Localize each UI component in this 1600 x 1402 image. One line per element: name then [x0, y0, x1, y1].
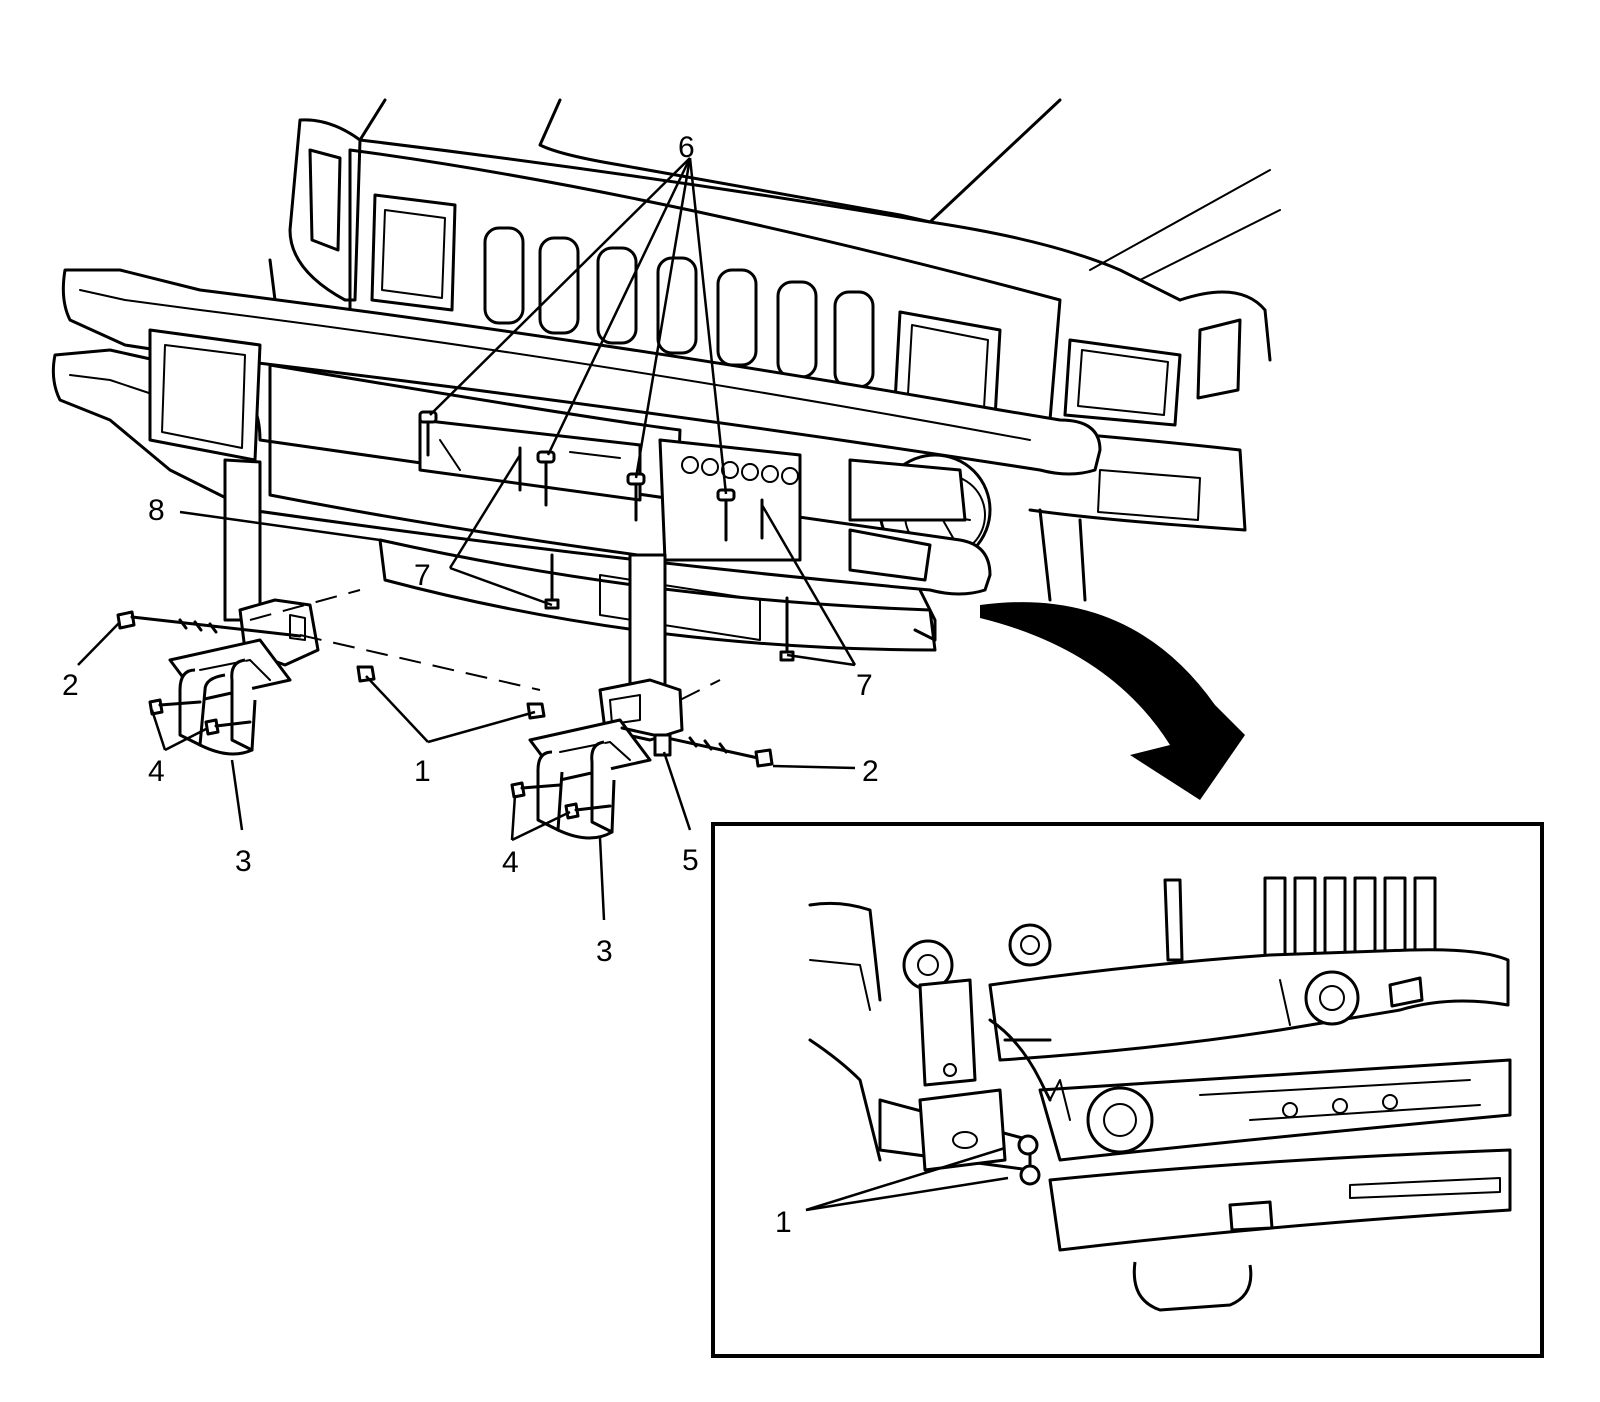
callout-2-right: 2	[862, 755, 879, 788]
callout-6: 6	[678, 131, 695, 164]
front-bumper	[51, 268, 1102, 707]
callout-7-right: 7	[856, 669, 873, 702]
callout-leaders	[77, 157, 1009, 1212]
callout-3-left: 3	[235, 845, 252, 878]
right-mount-hardware	[510, 678, 774, 840]
inset-callout-1: 1	[775, 1206, 792, 1239]
inset-underbody	[808, 876, 1512, 1312]
callout-3-right: 3	[596, 935, 613, 968]
inset-detail-view	[711, 822, 1544, 1358]
callout-5: 5	[682, 844, 699, 877]
callout-4-left: 4	[148, 755, 165, 788]
vehicle-front	[268, 98, 1281, 652]
callout-8: 8	[148, 494, 165, 527]
vent-holes	[681, 456, 799, 485]
callout-2-left: 2	[62, 669, 79, 702]
left-mount-hardware	[116, 598, 376, 756]
callout-1: 1	[414, 755, 431, 788]
callout-7-left: 7	[414, 559, 431, 592]
callout-4-right: 4	[502, 846, 519, 879]
curved-arrow	[980, 602, 1245, 800]
